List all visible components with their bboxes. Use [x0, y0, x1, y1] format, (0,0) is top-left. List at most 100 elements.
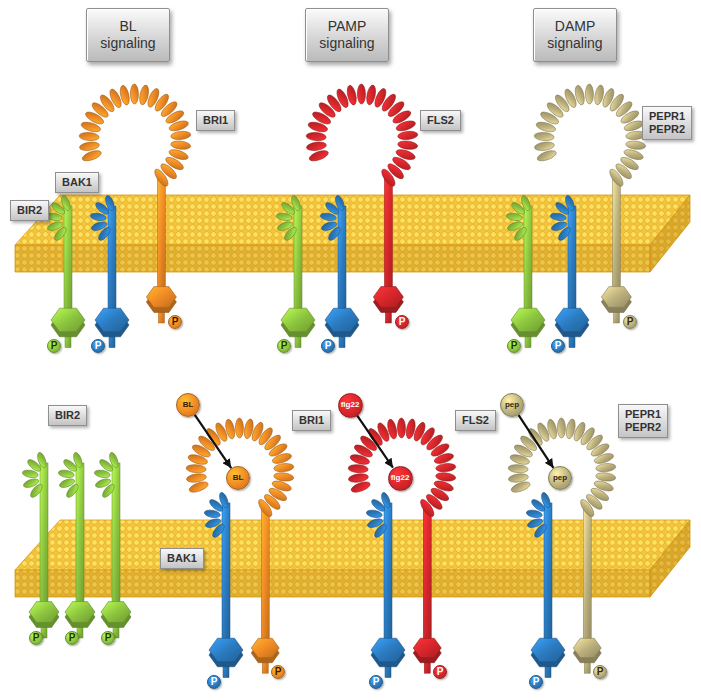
lrr-segment — [29, 482, 45, 499]
ligand-name: flg22 — [341, 401, 360, 409]
lrr-segment — [435, 463, 456, 473]
lrr-segment — [273, 463, 294, 473]
transmembrane-stalk — [261, 508, 269, 648]
ligand-ball: BL — [226, 466, 250, 490]
panel-heading: PAMP signaling — [305, 8, 389, 62]
lrr-segment — [607, 167, 625, 188]
protein-name: BRI1 — [203, 114, 228, 127]
binding-arrow — [195, 415, 231, 468]
phosphate-circle: P — [551, 339, 565, 353]
ligand-name: BL — [233, 474, 244, 482]
lrr-segment — [526, 509, 543, 519]
lrr-segment — [348, 473, 369, 484]
lrr-segment — [536, 149, 558, 163]
lrr-segment — [211, 522, 227, 539]
kinase-domain — [146, 287, 176, 308]
lrr-segment — [346, 85, 358, 106]
receptor — [186, 418, 294, 673]
kinase-domain — [51, 308, 85, 332]
protein-name: PEPR1 PEPR2 — [625, 408, 661, 434]
lrr-segment — [348, 464, 369, 473]
coreceptor — [94, 451, 131, 638]
kinase-domain — [101, 602, 131, 623]
phosphate-label: P — [211, 677, 218, 687]
transmembrane-stalk — [338, 206, 346, 320]
lrr-segment — [130, 84, 138, 104]
coreceptor — [204, 491, 243, 677]
protein-tag: BAK1 — [160, 548, 204, 569]
lrr-segment — [22, 469, 39, 479]
panel-heading: DAMP signaling — [533, 8, 617, 62]
kinase-domain — [573, 638, 601, 657]
lrr-segment — [152, 167, 170, 188]
receptor — [348, 418, 456, 673]
lrr-segment — [366, 509, 383, 519]
binding-arrow — [519, 415, 554, 468]
lrr-segment — [186, 464, 207, 473]
phosphate-circle: P — [168, 315, 182, 329]
transmembrane-stalk — [64, 206, 72, 320]
lrr-segment — [585, 84, 593, 104]
membrane-shade — [650, 520, 690, 597]
kinase-domain — [95, 308, 129, 332]
lrr-segment — [283, 225, 299, 242]
lrr-segment — [308, 149, 330, 163]
transmembrane-stalk — [612, 178, 620, 297]
lrr-segment — [327, 225, 343, 242]
phosphate-label: P — [51, 341, 58, 351]
lrr-segment — [595, 472, 616, 482]
phosphate-label: P — [281, 341, 288, 351]
phosphate-label: P — [437, 667, 444, 677]
phosphate-label: P — [555, 341, 562, 351]
phosphate-circle: P — [433, 665, 447, 679]
lrr-segment — [186, 473, 207, 484]
protein-name: PEPR1 PEPR2 — [649, 110, 685, 136]
protein-name: BIR2 — [55, 409, 80, 422]
kinase-domain — [373, 287, 403, 308]
lrr-segment — [276, 212, 293, 222]
ligand-ball: flg22 — [388, 466, 413, 491]
coreceptor — [46, 194, 85, 347]
lrr-segment — [168, 119, 189, 133]
kinase-domain — [281, 308, 315, 332]
transmembrane-stalk — [524, 206, 532, 320]
phosphate-circle: P — [91, 339, 105, 353]
binding-arrow — [357, 415, 393, 467]
transmembrane-stalk — [294, 206, 302, 320]
lrr-segment — [271, 452, 292, 466]
lrr-segment — [557, 418, 565, 438]
coreceptor — [90, 194, 129, 347]
coreceptor — [526, 491, 565, 677]
coreceptor — [276, 194, 315, 347]
membrane-shade — [650, 195, 690, 272]
coreceptor — [506, 194, 545, 347]
phosphate-label: P — [33, 633, 40, 643]
lrr-segment — [224, 418, 236, 439]
protein-tag: BIR2 — [10, 200, 49, 221]
lrr-segment — [397, 418, 405, 438]
lrr-segment — [97, 225, 113, 242]
coreceptor — [320, 194, 359, 347]
receptor — [79, 84, 191, 323]
transmembrane-stalk — [568, 206, 576, 320]
lrr-segment — [119, 85, 131, 106]
ligand-name: flg22 — [391, 474, 410, 482]
lrr-segment — [379, 167, 397, 188]
phosphate-label: P — [69, 633, 76, 643]
phosphate-label: P — [533, 677, 540, 687]
lrr-segment — [386, 418, 398, 439]
lrr-segment — [508, 473, 529, 484]
lrr-segment — [397, 130, 418, 140]
phosphate-label: P — [597, 667, 604, 677]
membrane-face — [15, 570, 650, 597]
lrr-segment — [306, 141, 327, 152]
membrane-face — [650, 195, 690, 272]
coreceptor — [550, 194, 589, 347]
lrr-segment — [625, 140, 646, 150]
phosphate-circle: P — [321, 339, 335, 353]
protein-name: BAK1 — [62, 176, 92, 189]
kinase-domain — [209, 638, 243, 662]
kinase-domain — [65, 602, 95, 623]
receptor — [306, 84, 418, 323]
transmembrane-stalk — [108, 206, 116, 320]
